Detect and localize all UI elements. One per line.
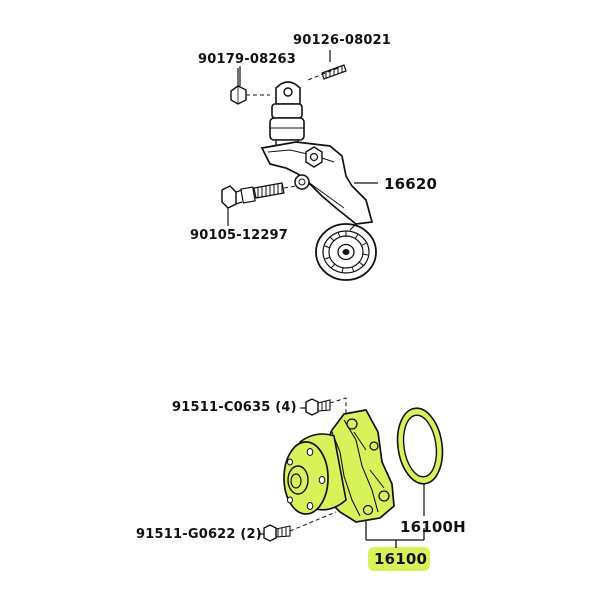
label-water-pump: 16100: [374, 550, 428, 568]
water-pump-label-highlight: [368, 547, 430, 571]
label-nut: 90179-08263: [198, 52, 297, 67]
leader-water-pump: [365, 520, 425, 548]
label-bolt-tensioner: 90105-12297: [190, 228, 289, 243]
label-stud: 90126-08021: [293, 33, 392, 48]
bolt-90105-12297: [221, 182, 297, 226]
gasket-16100H: [396, 407, 444, 516]
label-bolt-pump-top: 91511-C0635 (4): [172, 400, 297, 415]
bolt-91511-G0622: [258, 511, 337, 542]
label-bolt-pump-bottom: 91511-G0622 (2): [136, 527, 262, 542]
stud-90126-08021: [307, 50, 347, 81]
nut-90179-08263: [230, 68, 270, 105]
water-pump-16100: [283, 409, 395, 523]
label-tensioner: 16620: [384, 175, 438, 193]
bolt-91511-C0635: [300, 397, 353, 421]
tensioner-16620: [260, 81, 377, 281]
label-gasket: 16100H: [400, 518, 466, 536]
